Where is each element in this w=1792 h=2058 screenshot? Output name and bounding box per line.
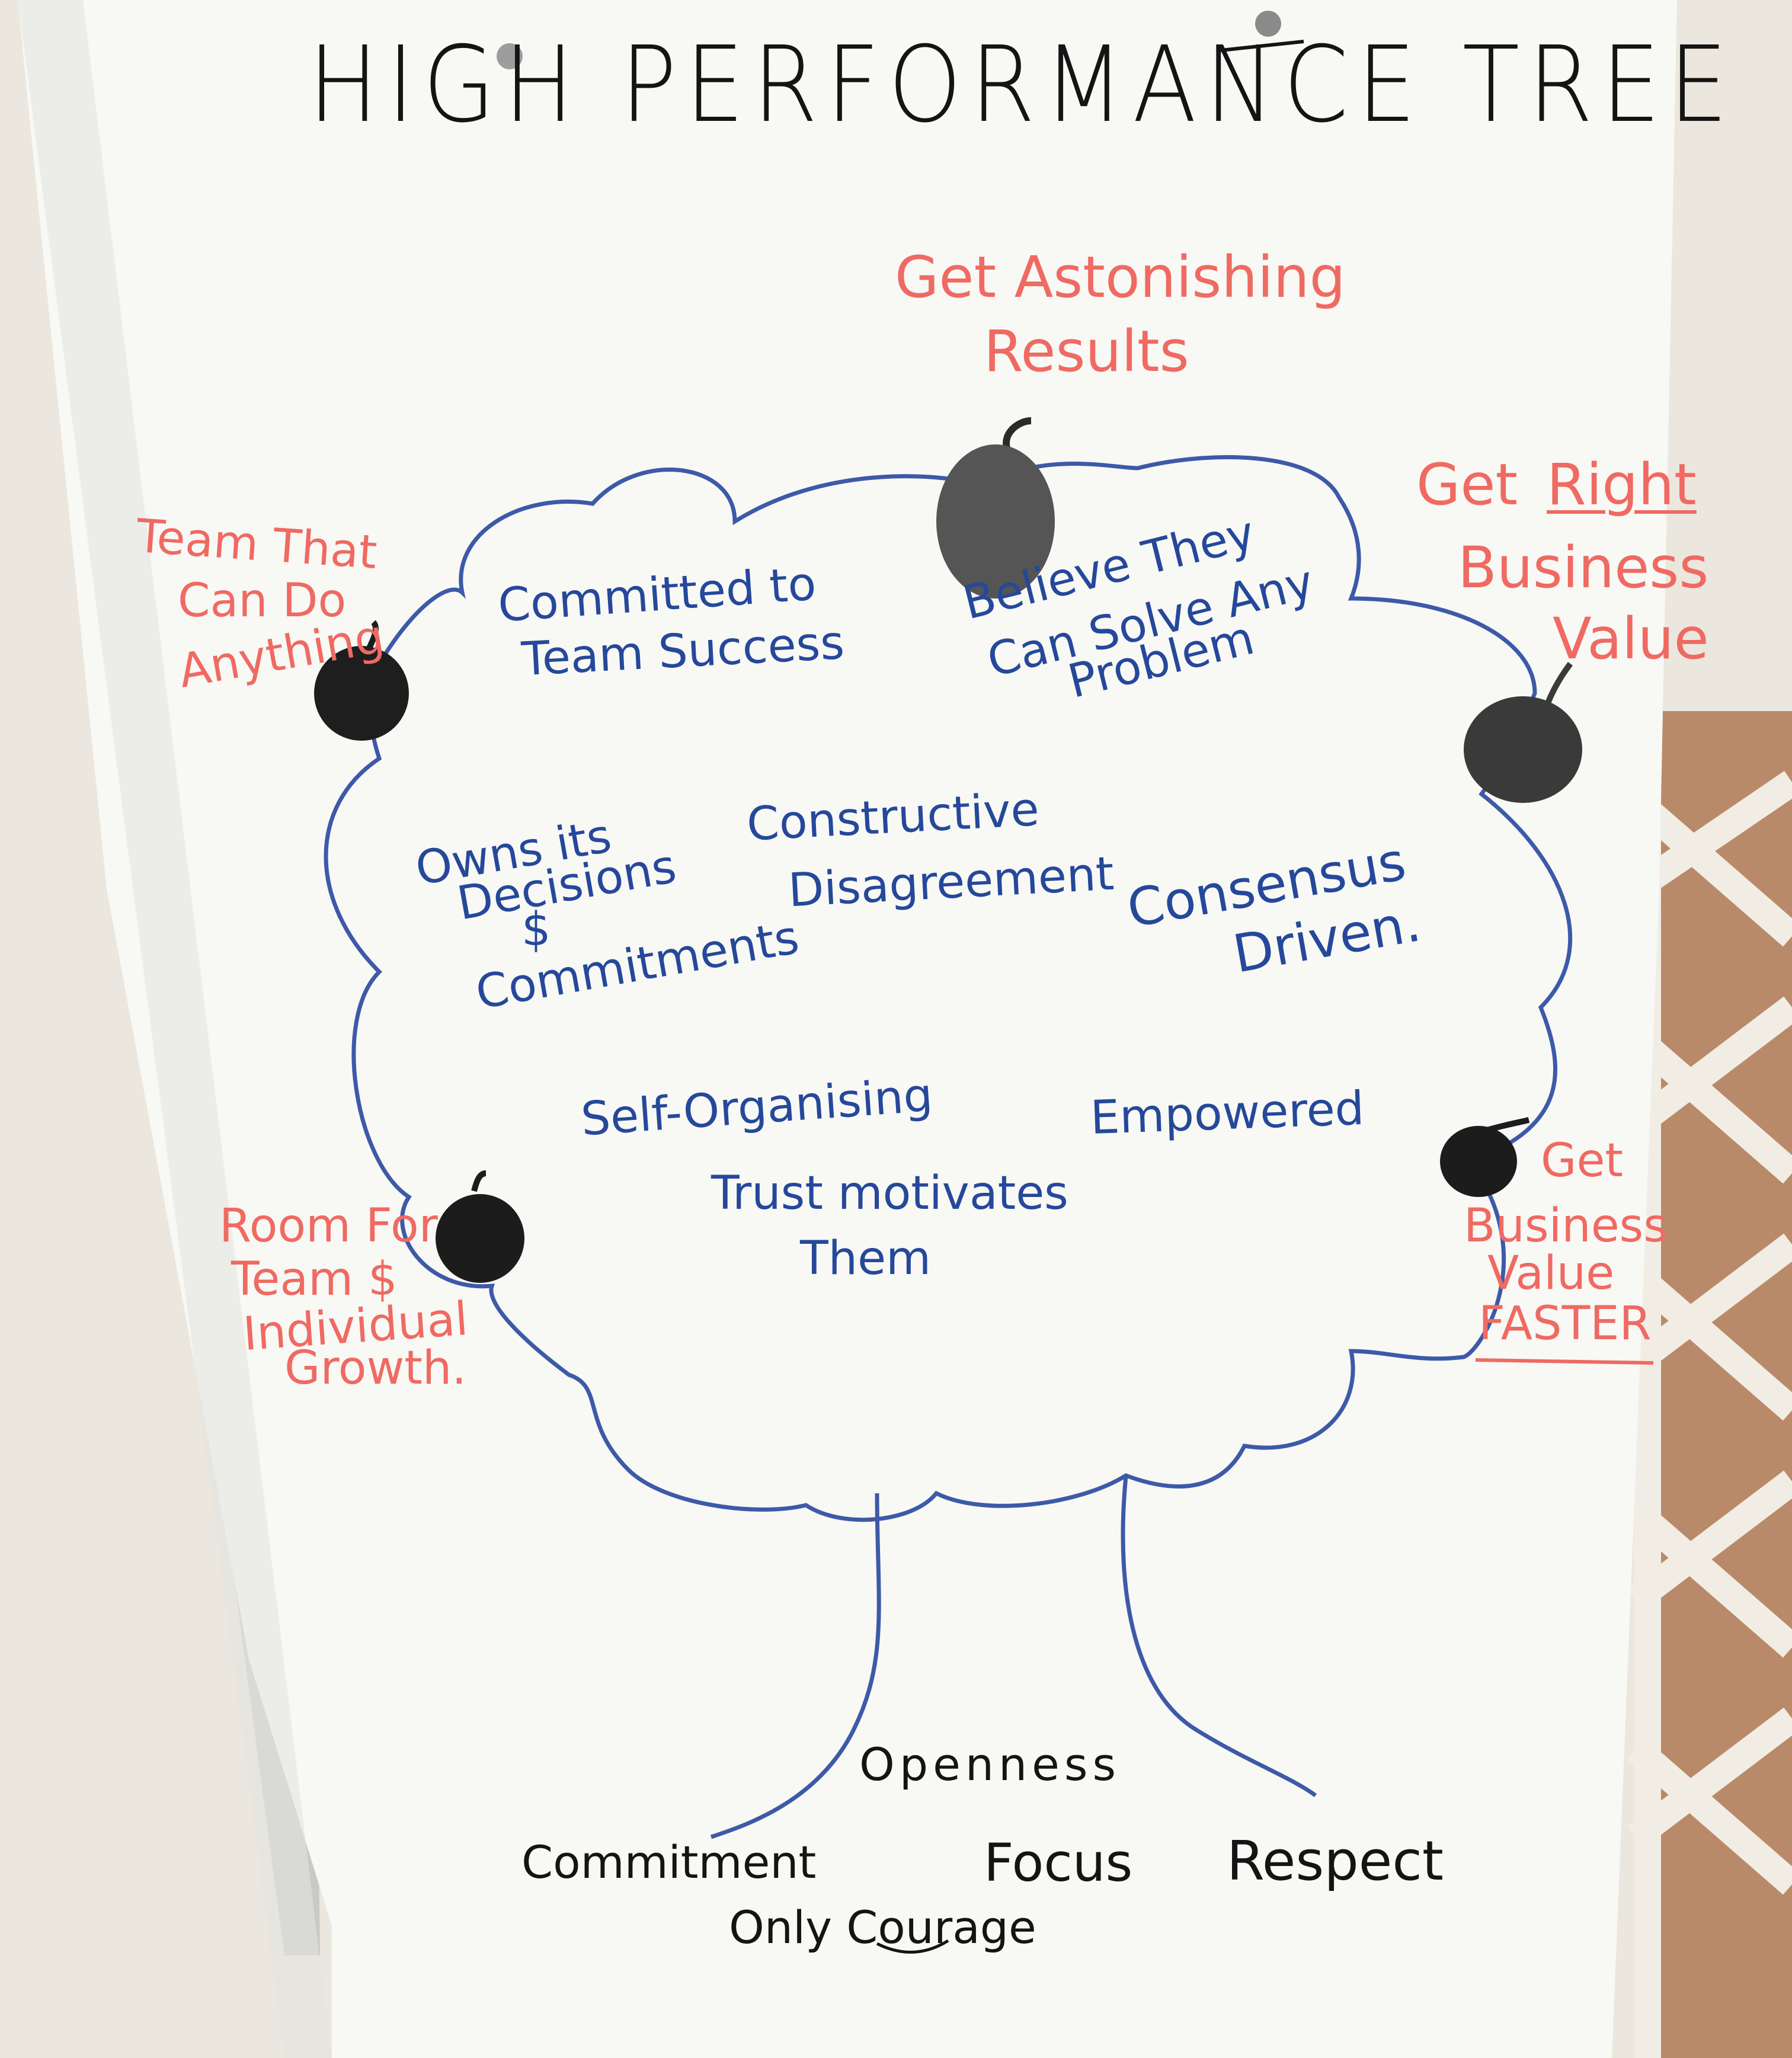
label-growth-1: Room For: [219, 1199, 438, 1253]
label-faster-4: FASTER: [1479, 1297, 1652, 1350]
label-trust-1: Trust motivates: [711, 1167, 1068, 1220]
value-openness: Openness: [859, 1738, 1121, 1791]
label-faster-2: Business: [1464, 1199, 1668, 1253]
label-astonishing-2: Results: [984, 318, 1189, 385]
fruit-right: [1464, 662, 1582, 803]
page-title: HIGH PERFORMANCE TREE: [308, 24, 1736, 146]
value-commitment: Commitment: [521, 1836, 817, 1889]
trunk-left: [710, 1493, 881, 1839]
label-empowered: Empowered: [1089, 1081, 1365, 1145]
label-growth-4: Growth.: [284, 1342, 467, 1395]
fruit-bottom-right: [1440, 1117, 1530, 1197]
paper-sheet: [18, 0, 1677, 2058]
value-courage: Only Courage: [729, 1901, 1036, 1954]
pin-right: [1255, 11, 1281, 37]
label-trust-2: Them: [800, 1232, 932, 1285]
pin-left: [497, 43, 523, 69]
trunk-right: [1121, 1475, 1317, 1797]
fruit-top: [936, 417, 1055, 598]
label-faster-1: Get: [1541, 1134, 1624, 1188]
fruit-top-left: [314, 620, 409, 741]
value-respect: Respect: [1227, 1829, 1444, 1893]
value-focus: Focus: [984, 1832, 1133, 1893]
label-astonishing-1: Get Astonishing: [895, 244, 1346, 311]
label-right-value-4: Value: [1553, 606, 1709, 672]
label-faster-3: Value: [1487, 1247, 1615, 1300]
label-right-value-2: Right: [1547, 452, 1697, 518]
label-growth-2: Team $: [231, 1253, 398, 1306]
label-owns-3: $: [521, 903, 551, 956]
label-right-value-1: Get: [1416, 452, 1518, 518]
label-team-anything-2: Can Do: [178, 574, 347, 628]
fruit-bottom-left: [436, 1170, 524, 1283]
label-right-value-3: Business: [1458, 534, 1709, 601]
